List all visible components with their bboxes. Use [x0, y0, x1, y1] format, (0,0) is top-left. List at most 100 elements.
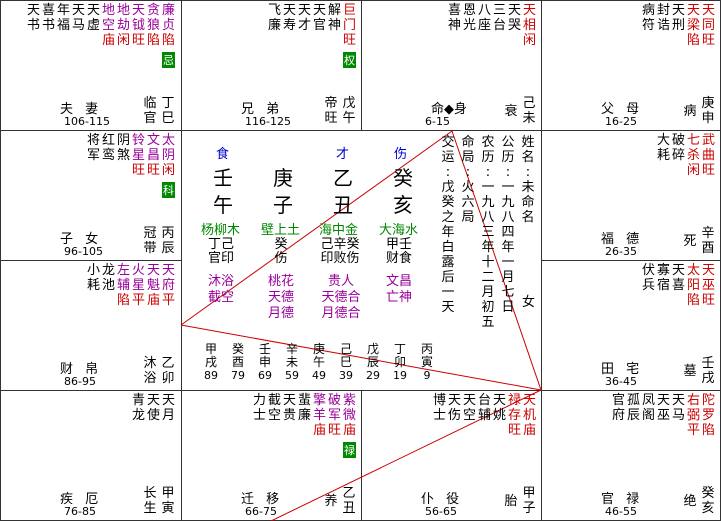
star-char: 擎	[313, 393, 327, 408]
star-char: 将	[87, 133, 101, 148]
minor-star: 阴煞	[117, 133, 130, 178]
canggan-day-shen: 印败伤	[320, 251, 360, 266]
star-char: 力	[253, 393, 267, 408]
star-char: 天	[508, 3, 522, 18]
palace-name: 命◆身	[431, 102, 467, 117]
dayun-zhi: 午	[312, 355, 325, 369]
star-char: 天	[672, 393, 686, 408]
changsheng: 帝 旺	[324, 96, 338, 126]
changsheng: 死	[683, 234, 697, 249]
minor-star: 官府	[612, 393, 625, 438]
star-char: 月	[162, 408, 176, 423]
star-char: 书	[27, 18, 41, 33]
star-brightness: 陷	[162, 33, 176, 48]
palace-name: 仆 役	[421, 492, 464, 507]
star-brightness: 旺	[147, 163, 161, 178]
star-char: 士	[253, 408, 267, 423]
star-char: 空	[268, 408, 282, 423]
dayun-age: 89	[204, 369, 218, 382]
palace-ganzhi: 乙 卯	[161, 356, 175, 386]
star-brightness: 庙	[343, 423, 357, 438]
dayun-gan: 甲	[204, 342, 217, 356]
minor-star: 封诰	[657, 3, 670, 48]
star-char: 巫	[702, 278, 716, 293]
shensha-day: 贵人 天德合 月德合	[316, 274, 366, 322]
major-star: 紫微庙	[343, 393, 356, 438]
star-char: 天	[132, 3, 146, 18]
star-char: 伏	[642, 263, 656, 278]
star-char: 青	[132, 393, 146, 408]
star-brightness: 旺	[508, 423, 522, 438]
star-columns-c32: 天机庙禄存旺天姚台辅天空天伤博士	[361, 393, 536, 438]
star-char: 天	[162, 393, 176, 408]
star-brightness: 平	[132, 293, 146, 308]
palace-name: 夫 妻	[60, 102, 103, 117]
palace-ganzhi: 甲 子	[522, 486, 536, 516]
star-char: 哭	[508, 18, 522, 33]
major-star: 巨门旺	[343, 3, 356, 48]
star-columns-c20: 天府平天魁庙火星平左辅陷龙池小耗	[0, 263, 175, 308]
sihua-badge: 科	[162, 182, 175, 198]
minor-star: 天月	[162, 393, 175, 423]
minor-star: 天伤	[448, 393, 461, 438]
palace-fude	[541, 130, 721, 261]
minor-star: 天哭	[508, 3, 521, 48]
minor-star: 年福	[57, 3, 70, 48]
star-char: 才	[298, 18, 312, 33]
star-char: 蜚	[298, 393, 312, 408]
star-char: 七	[687, 133, 701, 148]
major-star: 天同旺	[702, 3, 715, 48]
star-brightness: 平	[162, 293, 176, 308]
minor-star: 八座	[478, 3, 491, 48]
star-char: 羊	[313, 408, 327, 423]
major-star: 天魁庙	[147, 263, 160, 308]
star-brightness: 旺	[702, 33, 716, 48]
major-star: 贪狼陷	[147, 3, 160, 48]
dayun-zhi: 辰	[366, 355, 379, 369]
major-star: 天机庙	[523, 393, 536, 438]
minor-star: 天官	[313, 3, 326, 48]
shensha-month-1: 桃花	[267, 274, 294, 289]
age-range: 36-45	[605, 375, 637, 388]
major-star: 铃星旺	[132, 133, 145, 178]
shensha-day-3: 月德合	[321, 306, 361, 321]
dayun-zhi: 戌	[204, 355, 217, 369]
palace-ganzhi: 乙 丑	[342, 486, 356, 516]
star-char: 天	[657, 393, 671, 408]
minor-star: 凤阁	[642, 393, 655, 438]
age-range: 16-25	[605, 115, 637, 128]
canggan-month-gan: 癸	[274, 237, 288, 252]
major-star: 天钺旺	[132, 3, 145, 48]
star-columns-c01: 巨门旺解神天官天才天寿飞廉	[181, 3, 356, 48]
minor-star: 小耗	[87, 263, 100, 308]
age-range: 76-85	[64, 505, 96, 518]
star-char: 阁	[642, 408, 656, 423]
shensha-day-2: 天德合	[321, 290, 361, 305]
shensha-hour-2: 亡神	[385, 290, 412, 305]
major-star: 廉贞陷	[162, 3, 175, 48]
age-range: 46-55	[605, 505, 637, 518]
star-char: 辰	[627, 408, 641, 423]
star-char: 紫	[343, 393, 357, 408]
major-star: 破军旺	[328, 393, 341, 438]
star-char: 孤	[627, 393, 641, 408]
major-star: 右弼平	[687, 393, 700, 438]
palace-zinv	[0, 130, 182, 261]
star-char: 太	[162, 133, 176, 148]
star-char: 伤	[448, 408, 462, 423]
star-char: 大	[657, 133, 671, 148]
star-char: 弼	[687, 408, 701, 423]
star-char: 天	[298, 3, 312, 18]
dayun-age: 49	[312, 369, 326, 382]
star-char: 军	[328, 408, 342, 423]
star-char: 龙	[102, 263, 116, 278]
major-star: 天梁陷	[687, 3, 700, 48]
dayun-age: 39	[339, 369, 353, 382]
star-char: 光	[463, 18, 477, 33]
star-char: 天	[87, 3, 101, 18]
birth-info-line: 农 历 : 一 九 八 三 年 十 二 月 初 五	[481, 135, 495, 330]
star-char: 文	[147, 133, 161, 148]
palace-name: 兄 弟	[241, 102, 284, 117]
star-char: 煞	[117, 148, 131, 163]
